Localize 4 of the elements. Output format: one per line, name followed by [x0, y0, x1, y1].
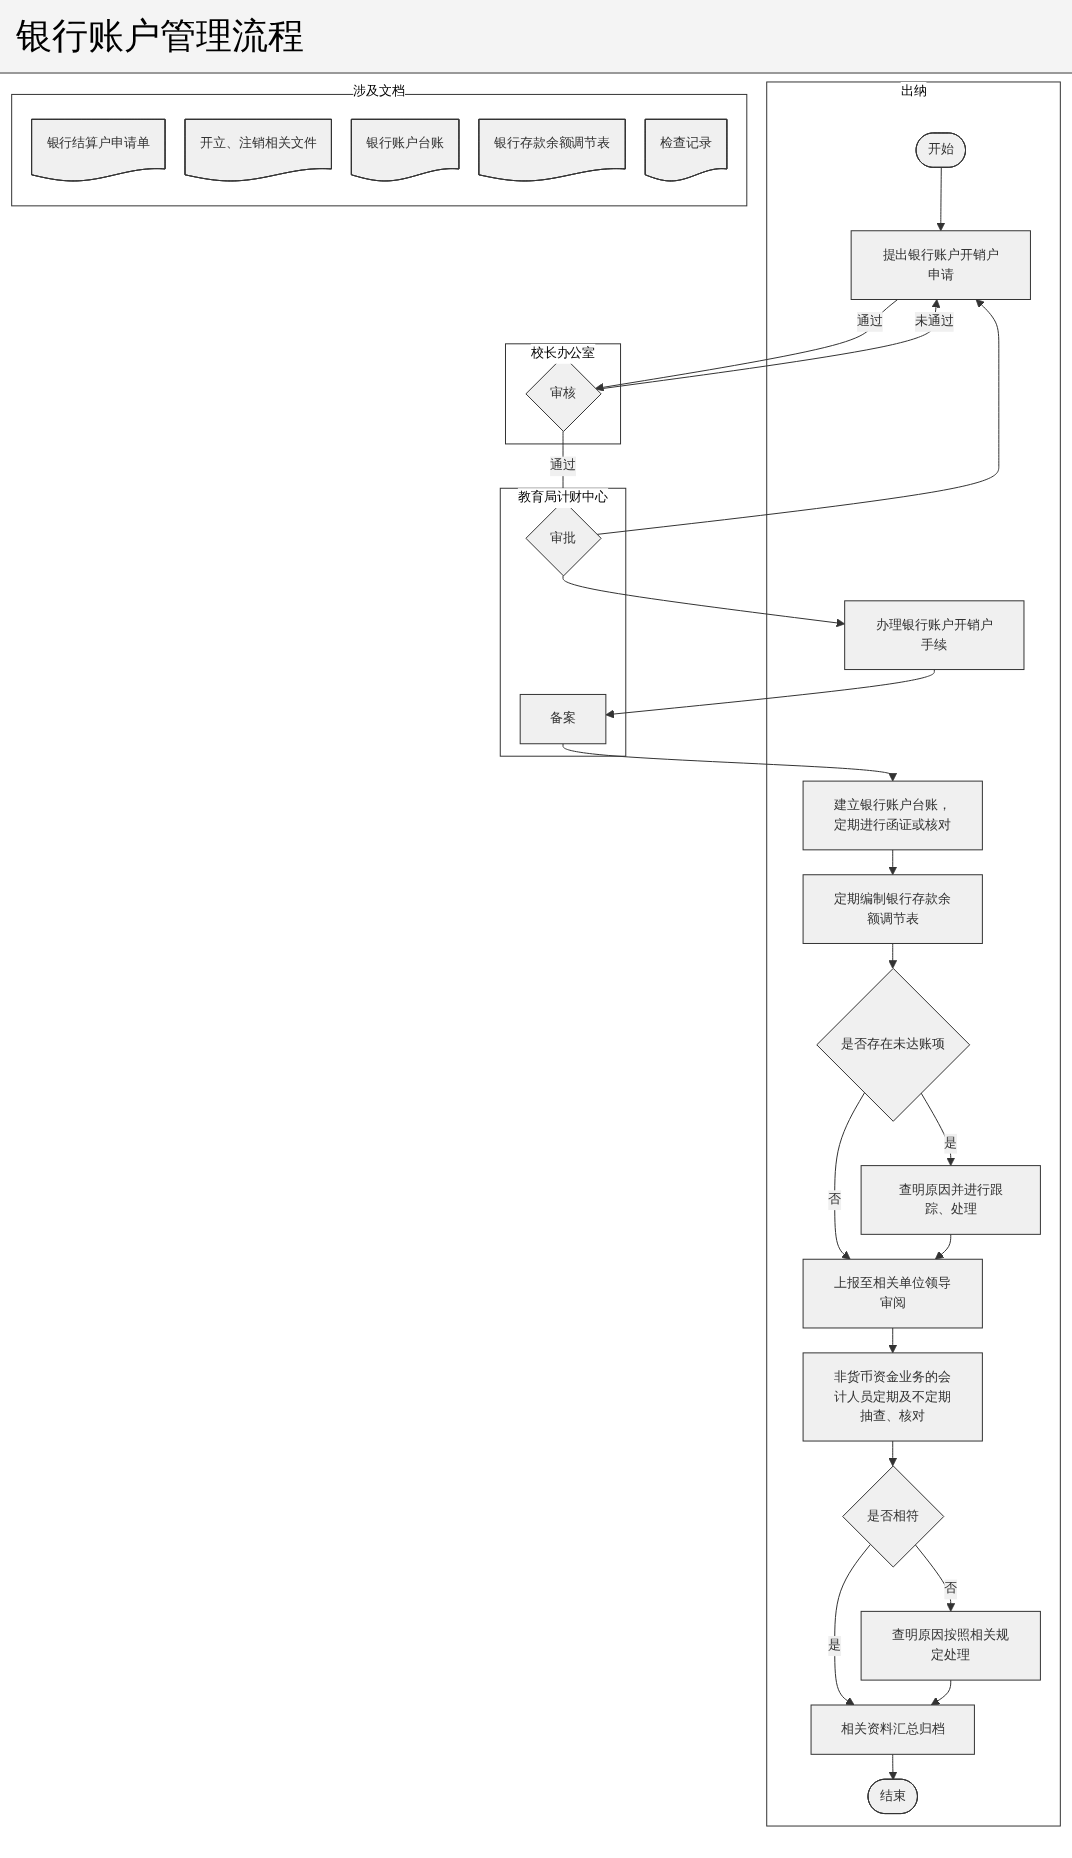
- cluster: [11, 93, 748, 207]
- diagram-title: 银行账户管理流程: [0, 0, 1072, 74]
- arrow: [888, 1753, 898, 1781]
- arrow: [888, 1327, 898, 1354]
